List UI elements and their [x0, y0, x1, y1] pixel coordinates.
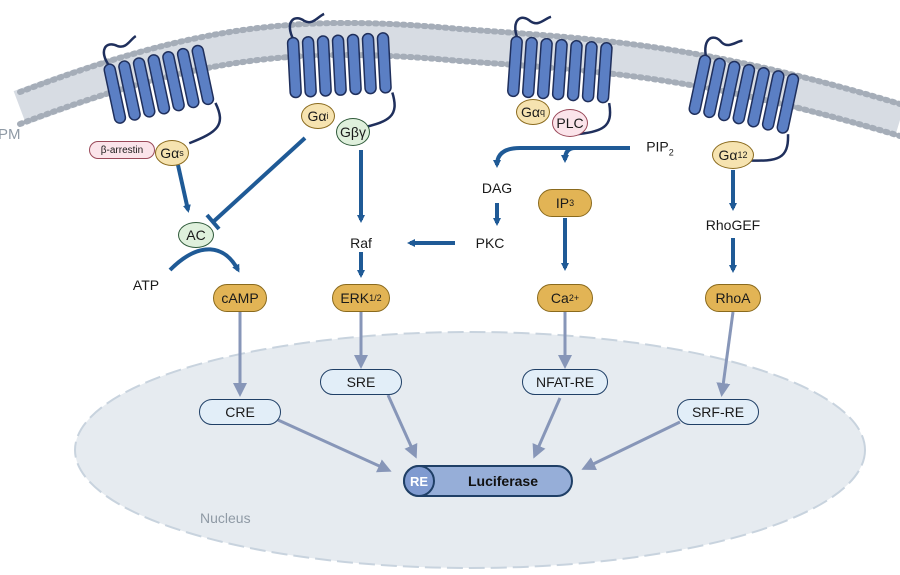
- pip2-label: PIP2: [646, 138, 674, 158]
- membrane-label: PM: [0, 126, 21, 143]
- arrow-nfat-luc: [532, 397, 562, 459]
- arrow-gas-ac: [176, 164, 191, 213]
- nuclear-arrows: [233, 311, 735, 473]
- nfat-re: NFAT-RE: [522, 369, 608, 395]
- rhogef-label: RhoGEF: [705, 217, 761, 233]
- receptor-g12: [688, 36, 800, 162]
- transmembrane-helix: [191, 44, 215, 106]
- transmembrane-helix: [147, 54, 171, 115]
- transmembrane-helix: [103, 63, 127, 124]
- gpcr-receptors: [102, 12, 800, 162]
- sre: SRE: [320, 369, 402, 395]
- luciferase-reporter: RE Luciferase: [403, 465, 573, 497]
- receptor-gs: [102, 34, 222, 145]
- transmembrane-helix: [688, 54, 712, 115]
- transmembrane-helix: [301, 36, 317, 98]
- cre: CRE: [199, 399, 281, 425]
- transmembrane-helix: [596, 42, 613, 104]
- srf-re: SRF-RE: [677, 399, 759, 425]
- arrow-pip2-ip3: [561, 146, 576, 163]
- beta-arrestin: β-arrestin: [89, 141, 155, 159]
- nucleus-label: Nucleus: [200, 510, 251, 526]
- transmembrane-helix: [521, 36, 538, 99]
- transmembrane-helix: [361, 32, 377, 95]
- transmembrane-helix: [162, 50, 185, 112]
- plc: PLC: [552, 109, 588, 137]
- camp: cAMP: [213, 284, 267, 312]
- transmembrane-helix: [703, 57, 726, 119]
- transmembrane-helix: [507, 35, 523, 98]
- transmembrane-helix: [346, 33, 362, 96]
- rhoa: RhoA: [705, 284, 761, 312]
- inhibit-gai-ac: [211, 136, 307, 224]
- arrow-rhoa-srfre: [716, 311, 735, 397]
- re-element: RE: [403, 465, 435, 497]
- arrow-atp-camp: [168, 247, 240, 273]
- ac: AC: [178, 222, 214, 248]
- transmembrane-helix: [176, 47, 200, 109]
- receptor-gi: [286, 12, 396, 130]
- transmembrane-helix: [286, 36, 302, 99]
- raf-label: Raf: [350, 235, 372, 251]
- transmembrane-helix: [761, 70, 785, 131]
- pkc-label: PKC: [475, 235, 505, 251]
- transmembrane-helix: [118, 60, 141, 121]
- atp-label: ATP: [132, 277, 160, 293]
- transmembrane-helix: [566, 39, 583, 102]
- arrow-pip2-dag: [493, 146, 630, 168]
- transmembrane-helix: [551, 38, 568, 101]
- transmembrane-helix: [536, 37, 553, 100]
- luciferase-label: Luciferase: [467, 473, 539, 489]
- transmembrane-helix: [132, 57, 156, 118]
- transmembrane-helix: [717, 60, 741, 122]
- transmembrane-helix: [316, 35, 332, 97]
- transmembrane-helix: [732, 63, 756, 125]
- g-beta-gamma: Gβγ: [336, 118, 370, 146]
- nucleus: [74, 331, 866, 569]
- transmembrane-helix: [776, 73, 800, 134]
- transmembrane-helix: [747, 67, 770, 128]
- transmembrane-helix: [376, 32, 392, 94]
- transmembrane-helix: [581, 40, 598, 103]
- arrow-cre-luc: [277, 418, 392, 473]
- pathway-arrows: [168, 136, 737, 278]
- inhibit-bar: [205, 213, 221, 231]
- dag-label: DAG: [481, 180, 513, 196]
- arrow-sre-luc: [386, 394, 418, 459]
- arrow-srfre-luc: [581, 420, 681, 470]
- transmembrane-helix: [331, 34, 347, 96]
